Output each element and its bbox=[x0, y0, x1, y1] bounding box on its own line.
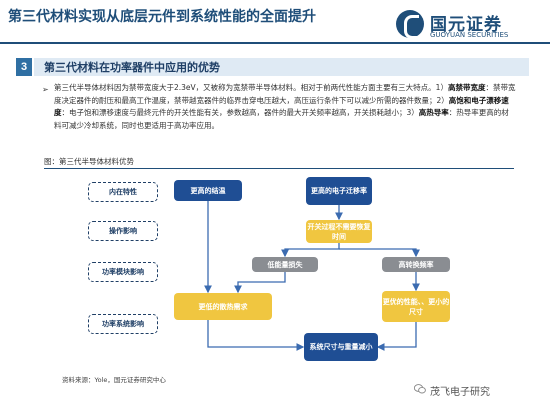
section-bar bbox=[34, 58, 529, 76]
logo-mark-icon bbox=[396, 10, 424, 39]
para-part-4: ：热导率更高的材料可减少冷却系统，同时也更适用于高功率应用。 bbox=[54, 108, 509, 130]
logo-chinese-text: 国元证券 bbox=[430, 15, 502, 35]
bullet-arrow-icon: ➢ bbox=[42, 85, 49, 94]
node-low-energy-loss: 低能量损失 bbox=[252, 257, 318, 272]
arrow-recovery-to-lowloss bbox=[281, 243, 340, 258]
node-no-recovery-time: 开关过程不需要恢复时间 bbox=[306, 220, 372, 243]
page-title: 第三代材料实现从底层元件到系统性能的全面提升 bbox=[8, 9, 316, 25]
arrow-cooling-to-system bbox=[207, 320, 305, 351]
node-higher-electron-mobility: 更高的电子迁移率 bbox=[306, 177, 372, 205]
figure-divider bbox=[44, 168, 514, 169]
arrow-performance-to-system bbox=[376, 322, 417, 351]
logo-english-text: GUOYUAN SECURITIES bbox=[430, 31, 509, 39]
arrow-recovery-to-highfreq bbox=[339, 248, 420, 258]
node-better-performance-smaller-size: 更优的性能、、更小的尺寸 bbox=[382, 291, 450, 322]
figure-title: 图：第三代半导体材料优势 bbox=[44, 157, 134, 166]
node-system-size-weight-reduced: 系统尺寸与重量减小 bbox=[304, 333, 378, 361]
legend-operation: 操作影响 bbox=[88, 221, 158, 241]
body-paragraph: 第三代半导体材料因为禁带宽度大于2.3eV，又被称为宽禁带半导体材料。相对于前两… bbox=[54, 82, 516, 132]
keyword-drift-velocity: 高饱和电子漂移速度 bbox=[54, 95, 509, 118]
legend-intrinsic: 内在特性 bbox=[88, 182, 158, 202]
para-part-3: ：电子饱和漂移速度与最终元件的开关性能有关，参数越高，器件的最大开关频率越高，开… bbox=[61, 108, 419, 117]
para-part-2: ：禁带宽度决定器件的耐压和最高工作温度，禁带越宽器件的临界击穿电压越大，高压运行… bbox=[54, 83, 516, 105]
wechat-icon bbox=[414, 384, 426, 394]
section-number: 3 bbox=[16, 58, 32, 76]
company-logo: 国元证券 GUOYUAN SECURITIES bbox=[396, 10, 546, 42]
arrow-lowloss-to-cooling bbox=[234, 272, 286, 294]
node-higher-junction-temp: 更高的结温 bbox=[174, 180, 242, 201]
legend-system: 功率系统影响 bbox=[88, 314, 158, 334]
section-title: 第三代材料在功率器件中应用的优势 bbox=[44, 61, 220, 74]
legend-module: 功率模块影响 bbox=[88, 262, 158, 282]
para-part-1: 第三代半导体材料因为禁带宽度大于2.3eV，又被称为宽禁带半导体材料。相对于前两… bbox=[54, 83, 448, 92]
node-lower-cooling-need: 更低的散热需求 bbox=[174, 293, 272, 320]
node-high-switching-frequency: 高转换频率 bbox=[382, 257, 450, 272]
keyword-bandgap: 高禁带宽度 bbox=[447, 83, 486, 92]
watermark: 茂飞电子研究 bbox=[430, 387, 490, 398]
keyword-thermal-conductivity: 高热导率 bbox=[418, 108, 449, 117]
title-divider bbox=[0, 42, 550, 44]
source-note: 资料来源：Yole，国元证券研究中心 bbox=[62, 376, 166, 384]
